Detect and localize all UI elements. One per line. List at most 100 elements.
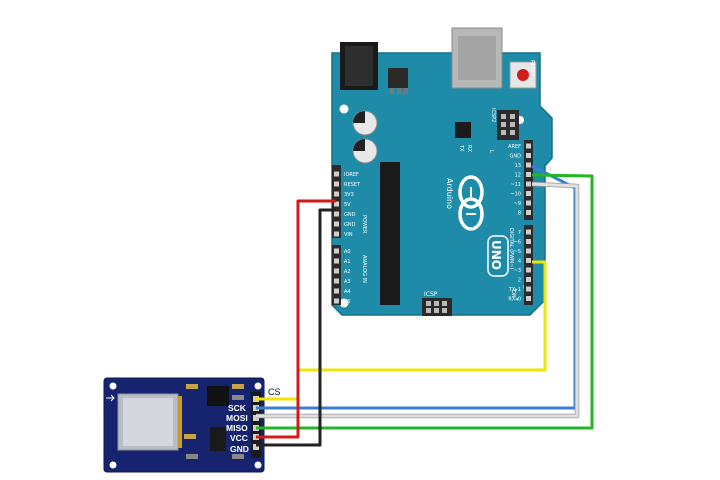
power-pin-gnd [334,211,339,217]
reset-label: RESET [529,60,535,77]
wire-gnd [256,208,336,447]
mounting-hole [109,461,117,469]
power-pin-gnd [334,221,339,227]
digital-pin-7 [526,229,531,235]
digital-pin-label-5: ~5 [514,249,521,255]
arduino-logo [458,175,484,231]
analog-pin-a5 [334,298,339,304]
analog-pin-a2 [334,268,339,274]
digital-header-upper: AREF GND 13 12 ~11 ~10 ~9 8 [508,140,533,220]
digital-pin-gnd [526,153,531,158]
digital-pin-2 [526,277,531,282]
digital-pin-label-8: 8 [518,211,521,217]
digital-pin-rx-0 [526,296,531,301]
microsd-slot [117,393,182,451]
power-pin-label-vin: VIN [344,232,353,238]
digital-pin-label-3: ~3 [514,268,521,274]
rx-led-label: RX [466,145,472,152]
digital-header-lower: 7 ~6 ~5 4 ~3 2TX▸1RX◂0 DIGITAL (PWM~) [508,225,533,305]
analog-header-label: ANALOG IN [361,255,367,283]
digital-pin-label-aref: AREF [508,144,521,150]
digital-pin-label-6: ~6 [514,240,521,246]
pin-label-gnd: GND [230,444,249,454]
power-pin-label-3v3: 3V3 [344,192,354,198]
digital-pin-5 [526,248,531,254]
digital-pin-9 [526,200,531,206]
analog-pin-label-a3: A3 [344,279,351,285]
wire-mosi [256,182,579,418]
power-pin-label-gnd: GND [344,212,356,218]
pin-label-vcc: VCC [230,433,248,443]
digital-pin-label-13: 13 [515,163,521,169]
power-pin-ioref [334,171,339,177]
wire-cs [256,260,547,401]
power-pin-label-reset: RESET [344,182,361,188]
power-pin-label-5v: 5V [344,202,351,208]
pin-label-miso: MISO [226,423,248,433]
digital-pin-11 [526,181,531,187]
power-pin-3v3 [334,191,339,197]
card-insert-arrow-icon [106,394,115,402]
arduino-brand: Arduino [445,178,454,209]
mounting-hole [109,382,117,390]
arduino-uno-board: RESET ICSP2 TX RX L Arduino UNO [331,27,553,316]
level-shifter-chip [207,386,229,406]
digital-pin-3 [526,267,531,273]
power-pin-reset [334,181,339,187]
analog-pin-a4 [334,288,339,294]
tx-led-label: TX [458,144,464,152]
icsp-header: ICSP [422,291,452,316]
analog-pin-a1 [334,258,339,264]
svg-text:UNO: UNO [489,240,503,270]
analog-pin-label-a0: A0 [344,249,351,255]
digital-header-label: DIGITAL (PWM~) [508,228,514,270]
uno-badge: UNO [487,235,509,277]
power-pin-label-ioref: IOREF [344,172,359,178]
digital-pin-label-4: 4 [518,259,521,265]
pin-label-mosi: MOSI [226,413,248,423]
mounting-hole [339,104,349,114]
digital-pin-13 [526,162,531,168]
digital-pin-8 [526,210,531,215]
digital-pin-label-rx-0: RX◂0 [508,297,521,303]
digital-pin-label-12: 12 [515,173,521,179]
power-pin-label-gnd: GND [344,222,356,228]
digital-pin-label-2: 2 [518,278,521,284]
mounting-hole [254,382,262,390]
mounting-hole [254,461,262,469]
analog-pin-label-a1: A1 [344,259,351,265]
digital-pin-label-7: 7 [518,230,521,236]
l-led-label: L [488,150,494,153]
digital-pin-label-10: ~10 [510,192,521,198]
atmega-chip [380,162,400,305]
voltage-regulator [388,68,408,88]
icsp-label: ICSP [424,291,438,298]
power-pin-vin [334,231,339,237]
analog-pin-a0 [334,248,339,254]
digital-pin-label-gnd: GND [510,154,522,160]
icsp2-label: ICSP2 [490,108,496,122]
module-pin-gnd [253,444,259,450]
wire-vcc [256,199,336,439]
analog-pin-label-a2: A2 [344,269,351,275]
icsp2-header: ICSP2 [490,108,519,140]
wire-miso [256,173,594,430]
pin-label-cs: CS [268,387,281,397]
on-led-label: ON [510,290,516,298]
digital-pin-label-11: ~11 [510,182,521,188]
digital-pin-label-9: ~9 [514,201,521,207]
wires [256,164,594,447]
sd-card-module: CS SCK MOSI MISO VCC GND [103,377,281,473]
power-pin-5v [334,201,339,207]
pin-label-sck: SCK [228,403,247,413]
analog-pin-label-a5: A5 [344,299,351,305]
reset-button-cap[interactable] [517,69,529,81]
usb-chip [455,122,471,138]
analog-pin-a3 [334,278,339,284]
digital-pin-label-tx-1: TX▸1 [508,287,521,293]
digital-pin-tx-1 [526,286,531,292]
digital-pin-aref [526,143,531,149]
